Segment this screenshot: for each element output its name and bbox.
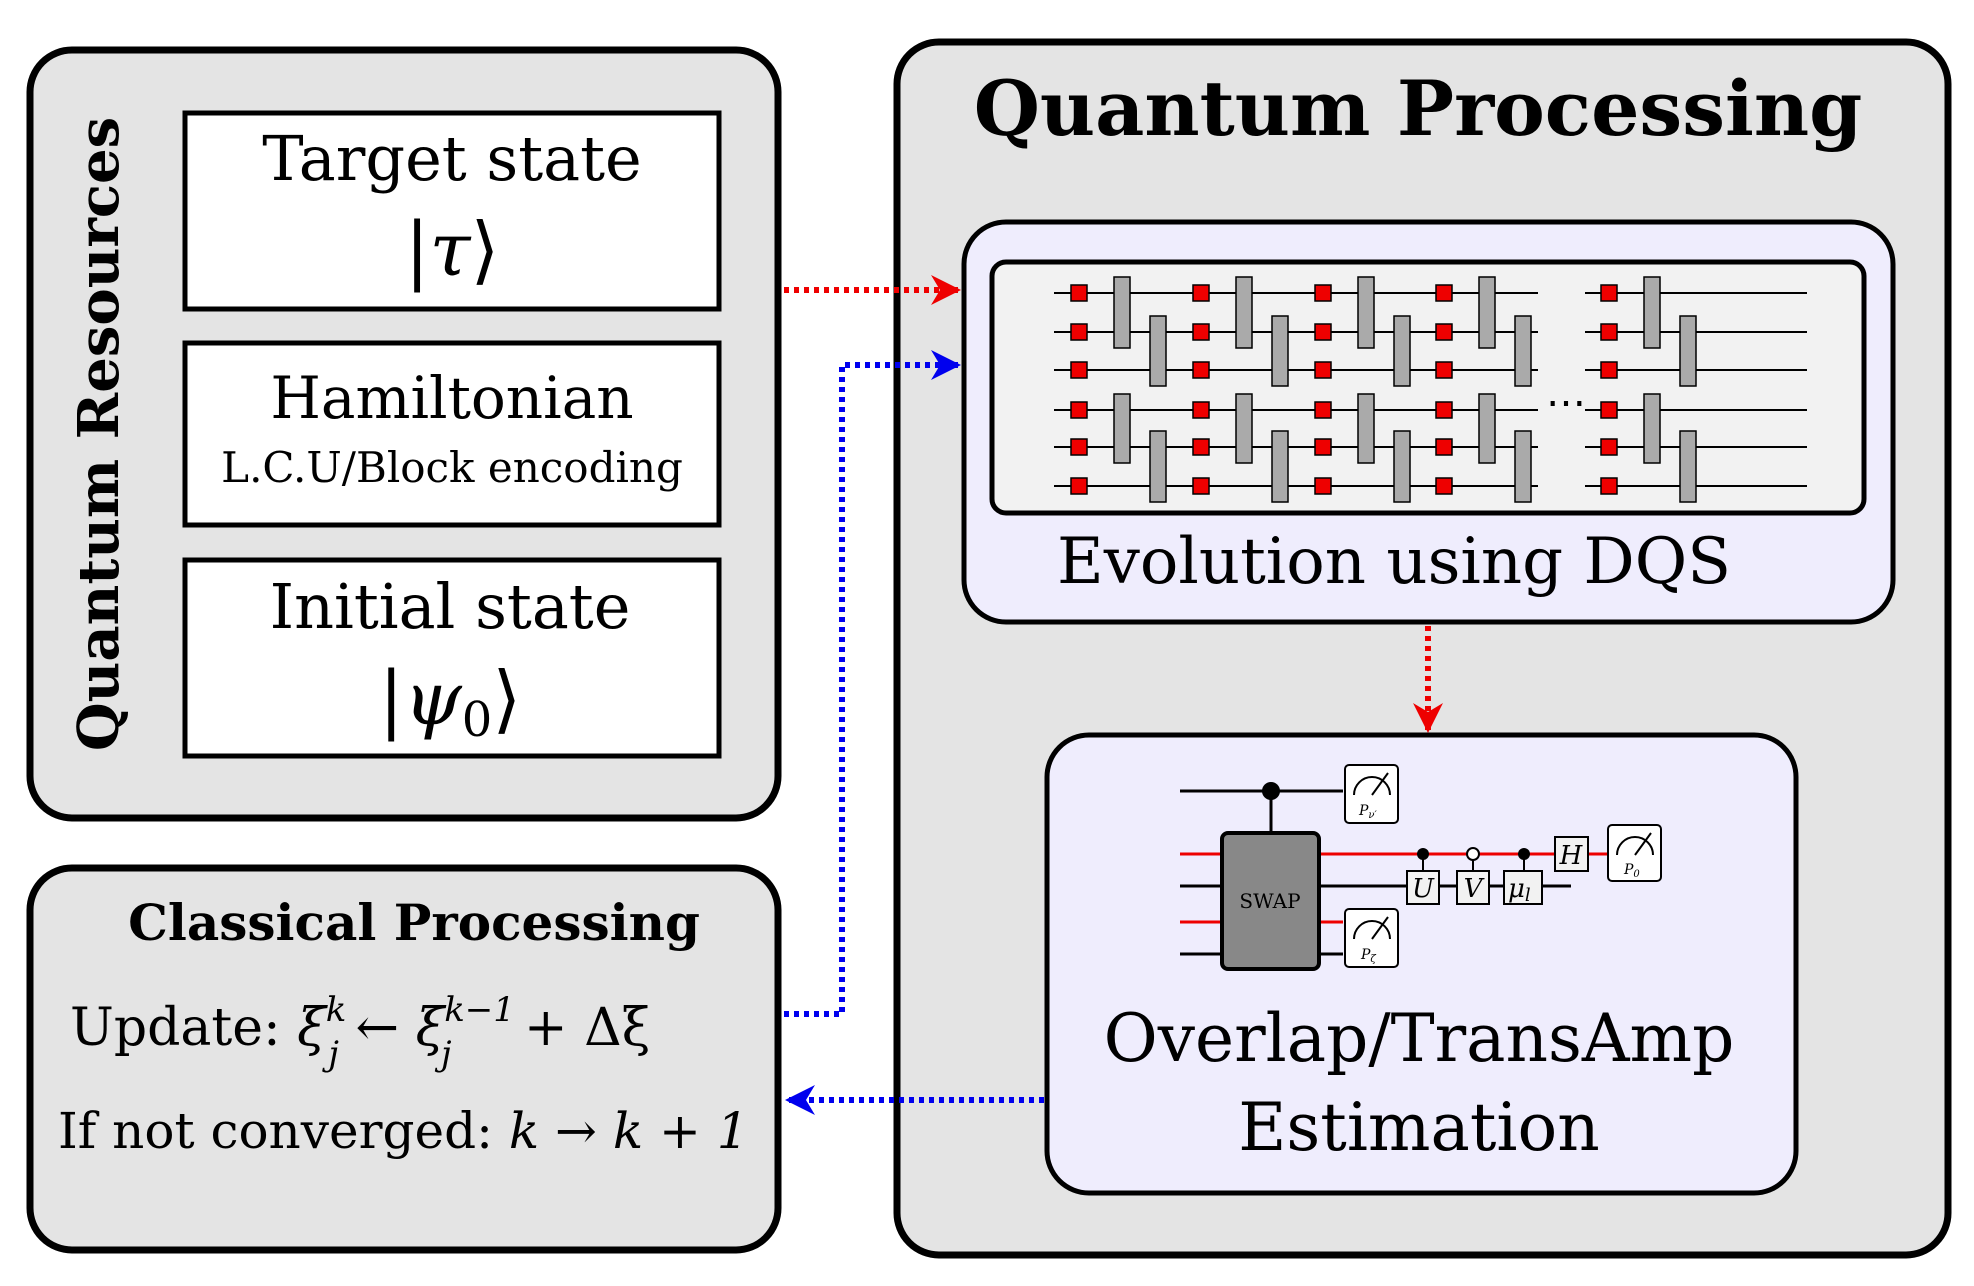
two-qubit-gate: [1235, 276, 1253, 349]
overlap-panel: SWAP U V μl H: [1044, 732, 1799, 1196]
single-qubit-gate: [1435, 323, 1453, 341]
two-qubit-gate: [1113, 276, 1131, 349]
single-qubit-gate: [1070, 323, 1088, 341]
convergence-rule: If not converged: k → k + 1: [58, 1102, 749, 1160]
target-state-label: Target state: [262, 122, 641, 195]
svg-text:Pν′: Pν′: [1358, 803, 1378, 821]
h-gate-label: H: [1559, 841, 1584, 871]
two-qubit-gate: [1149, 430, 1167, 503]
single-qubit-gate: [1314, 361, 1332, 379]
single-qubit-gate: [1192, 477, 1210, 495]
two-qubit-gate: [1393, 315, 1411, 387]
single-qubit-gate: [1435, 284, 1453, 302]
dqs-gates: [1070, 276, 1697, 503]
single-qubit-gate: [1600, 284, 1618, 302]
initial-state-box: Initial state |ψ0⟩: [182, 557, 722, 759]
overlap-label-line1: Overlap/TransAmp: [1104, 1000, 1735, 1077]
h-gate: [1554, 836, 1589, 872]
two-qubit-gate: [1393, 430, 1411, 503]
single-qubit-gate: [1435, 401, 1453, 419]
quantum-processing-title: Quantum Processing: [974, 64, 1863, 153]
target-state-ket: |τ⟩: [405, 207, 500, 293]
overlap-label-line2: Estimation: [1238, 1089, 1600, 1166]
single-qubit-gate: [1192, 284, 1210, 302]
svg-text:P0: P0: [1623, 862, 1640, 880]
two-qubit-gate: [1271, 315, 1289, 387]
two-qubit-gate: [1643, 393, 1661, 464]
mu-gate: [1503, 870, 1543, 905]
evolution-panel: ⋯ Evolution using DQS: [961, 219, 1896, 625]
quantum-resources-title: Quantum Resources: [66, 117, 132, 751]
initial-state-ket: |ψ0⟩: [379, 656, 521, 748]
two-qubit-gate: [1235, 393, 1253, 464]
single-qubit-gate: [1192, 401, 1210, 419]
single-qubit-gate: [1070, 284, 1088, 302]
two-qubit-gate: [1478, 393, 1496, 464]
single-qubit-gate: [1600, 438, 1618, 456]
single-qubit-gate: [1314, 284, 1332, 302]
hamiltonian-label: Hamiltonian: [270, 364, 633, 432]
two-qubit-gate: [1113, 393, 1131, 464]
single-qubit-gate: [1192, 438, 1210, 456]
single-qubit-gate: [1070, 361, 1088, 379]
single-qubit-gate: [1600, 401, 1618, 419]
single-qubit-gate: [1192, 361, 1210, 379]
quantum-resources-panel: Quantum Resources Target state |τ⟩ Hamil…: [26, 46, 782, 822]
two-qubit-gate: [1271, 430, 1289, 503]
dqs-wires: [1054, 292, 1807, 487]
swap-gate: [1220, 831, 1321, 971]
hamiltonian-box: Hamiltonian L.C.U/Block encoding: [182, 340, 722, 528]
single-qubit-gate: [1314, 401, 1332, 419]
svg-text:Pζ: Pζ: [1360, 947, 1376, 965]
single-qubit-gate: [1070, 401, 1088, 419]
single-qubit-gate: [1600, 323, 1618, 341]
classical-processing-title: Classical Processing: [128, 893, 700, 952]
target-state-box: Target state |τ⟩: [182, 110, 722, 312]
hamiltonian-sublabel: L.C.U/Block encoding: [221, 443, 683, 492]
two-qubit-gate: [1357, 276, 1375, 349]
single-qubit-gate: [1070, 477, 1088, 495]
single-qubit-gate: [1600, 361, 1618, 379]
single-qubit-gate: [1435, 438, 1453, 456]
swap-label: SWAP: [1239, 889, 1300, 913]
quantum-processing-panel: Quantum Processing ⋯ Evolution using DQS: [893, 38, 1952, 1259]
u-gate: [1406, 870, 1440, 905]
single-qubit-gate: [1435, 477, 1453, 495]
single-qubit-gate: [1070, 438, 1088, 456]
evolution-label: Evolution using DQS: [1057, 525, 1731, 599]
v-gate: [1456, 870, 1490, 905]
meter-p-nu-icon: Pν′: [1344, 764, 1399, 824]
initial-state-label: Initial state: [270, 570, 631, 643]
meter-p-zeta-icon: Pζ: [1344, 908, 1399, 968]
meter-p-zero-icon: P0: [1607, 824, 1662, 882]
two-qubit-gate: [1357, 393, 1375, 464]
two-qubit-gate: [1514, 315, 1532, 387]
dqs-ellipsis: ⋯: [1546, 380, 1586, 426]
single-qubit-gate: [1192, 323, 1210, 341]
single-qubit-gate: [1314, 323, 1332, 341]
single-qubit-gate: [1435, 361, 1453, 379]
v-gate-label: V: [1464, 874, 1485, 904]
single-qubit-gate: [1314, 477, 1332, 495]
two-qubit-gate: [1149, 315, 1167, 387]
single-qubit-gate: [1314, 438, 1332, 456]
two-qubit-gate: [1679, 430, 1697, 503]
two-qubit-gate: [1679, 315, 1697, 387]
mu-gate-label: μl: [1508, 874, 1531, 906]
two-qubit-gate: [1478, 276, 1496, 349]
flow-arrows: [784, 275, 1443, 1115]
u-gate-label: U: [1412, 874, 1435, 904]
two-qubit-gate: [1514, 430, 1532, 503]
two-qubit-gate: [1643, 276, 1661, 349]
swap-test-circuit: SWAP U V μl H: [1180, 764, 1662, 971]
arrow-classical-to-evolution: [784, 350, 961, 1017]
single-qubit-gate: [1600, 477, 1618, 495]
